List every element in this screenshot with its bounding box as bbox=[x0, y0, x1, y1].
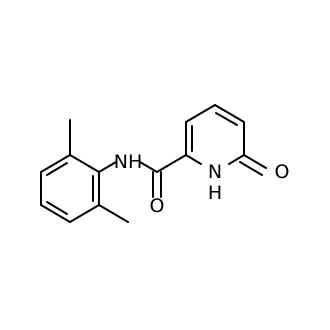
bonds bbox=[40, 104, 267, 223]
atom-labels: NH O N H O bbox=[114, 151, 290, 217]
carbonyl-oxygen-label: O bbox=[150, 195, 165, 217]
bond bbox=[139, 161, 158, 173]
amide-nitrogen-label: NH bbox=[114, 151, 143, 173]
ring-nitrogen-hydrogen-label: H bbox=[208, 182, 222, 204]
bond bbox=[185, 104, 216, 123]
bond bbox=[185, 154, 202, 165]
bond bbox=[46, 162, 68, 176]
bond bbox=[243, 154, 267, 169]
bond bbox=[156, 154, 187, 173]
bond bbox=[239, 161, 263, 176]
bond bbox=[69, 204, 100, 223]
ring-nitrogen-label: N bbox=[208, 161, 222, 183]
bond bbox=[98, 204, 129, 223]
bond bbox=[40, 204, 71, 223]
bond bbox=[40, 154, 71, 173]
bond bbox=[46, 201, 68, 215]
bond bbox=[228, 154, 245, 165]
bond bbox=[214, 104, 245, 123]
bond bbox=[69, 154, 100, 173]
bond bbox=[215, 112, 238, 126]
keto-oxygen-label: O bbox=[275, 161, 290, 183]
bond bbox=[98, 161, 117, 173]
